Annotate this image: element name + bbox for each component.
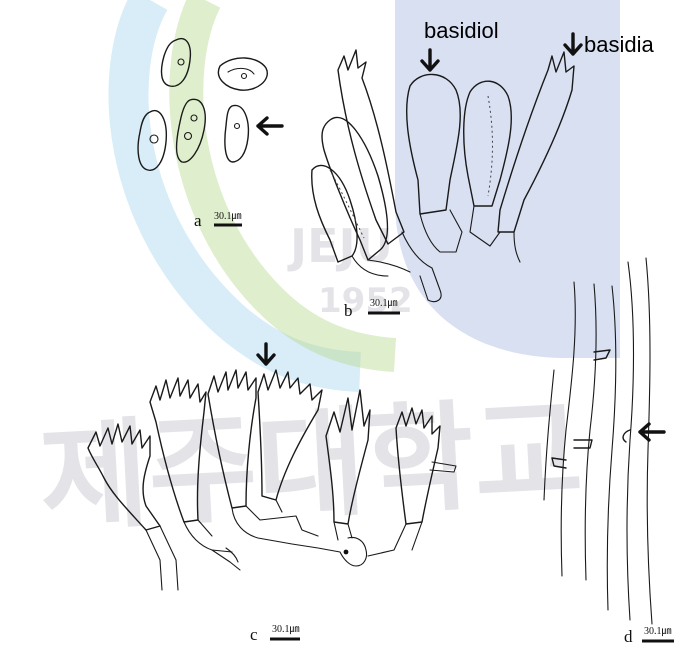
clamp-connection-dot xyxy=(344,550,349,555)
panel-a-scale-text: 30.1㎛ xyxy=(214,211,242,222)
watermark-logo-text: JEJU xyxy=(287,219,393,273)
watermark-year-text: 1952 xyxy=(318,281,413,321)
panel-d-scale-text: 30.1㎛ xyxy=(644,626,672,637)
watermark-logo: JEJU 1952 제주대학교 xyxy=(36,0,620,548)
panel-c-letter: c xyxy=(250,625,258,644)
panel-b-letter: b xyxy=(344,301,353,320)
hypha-d-2b xyxy=(627,262,634,620)
panel-a-letter: a xyxy=(194,211,202,230)
spore-2-ridge xyxy=(228,68,254,74)
clamp-d-4 xyxy=(623,430,630,442)
basidium-left xyxy=(338,50,404,244)
basidiol-label: basidiol xyxy=(424,18,499,43)
panel-c-scale-text: 30.1㎛ xyxy=(272,624,300,635)
arrow-icon xyxy=(258,118,282,134)
spore-5 xyxy=(225,105,248,162)
watermark-university-name: 제주대학교 xyxy=(36,382,585,548)
basidia-label: basidia xyxy=(584,32,654,57)
panel-d-letter: d xyxy=(624,627,633,646)
spore-2-guttule xyxy=(242,74,247,79)
panel-b-scale-text: 30.1㎛ xyxy=(370,298,398,309)
arrow-icon xyxy=(640,424,664,440)
spore-5-guttule xyxy=(235,124,240,129)
